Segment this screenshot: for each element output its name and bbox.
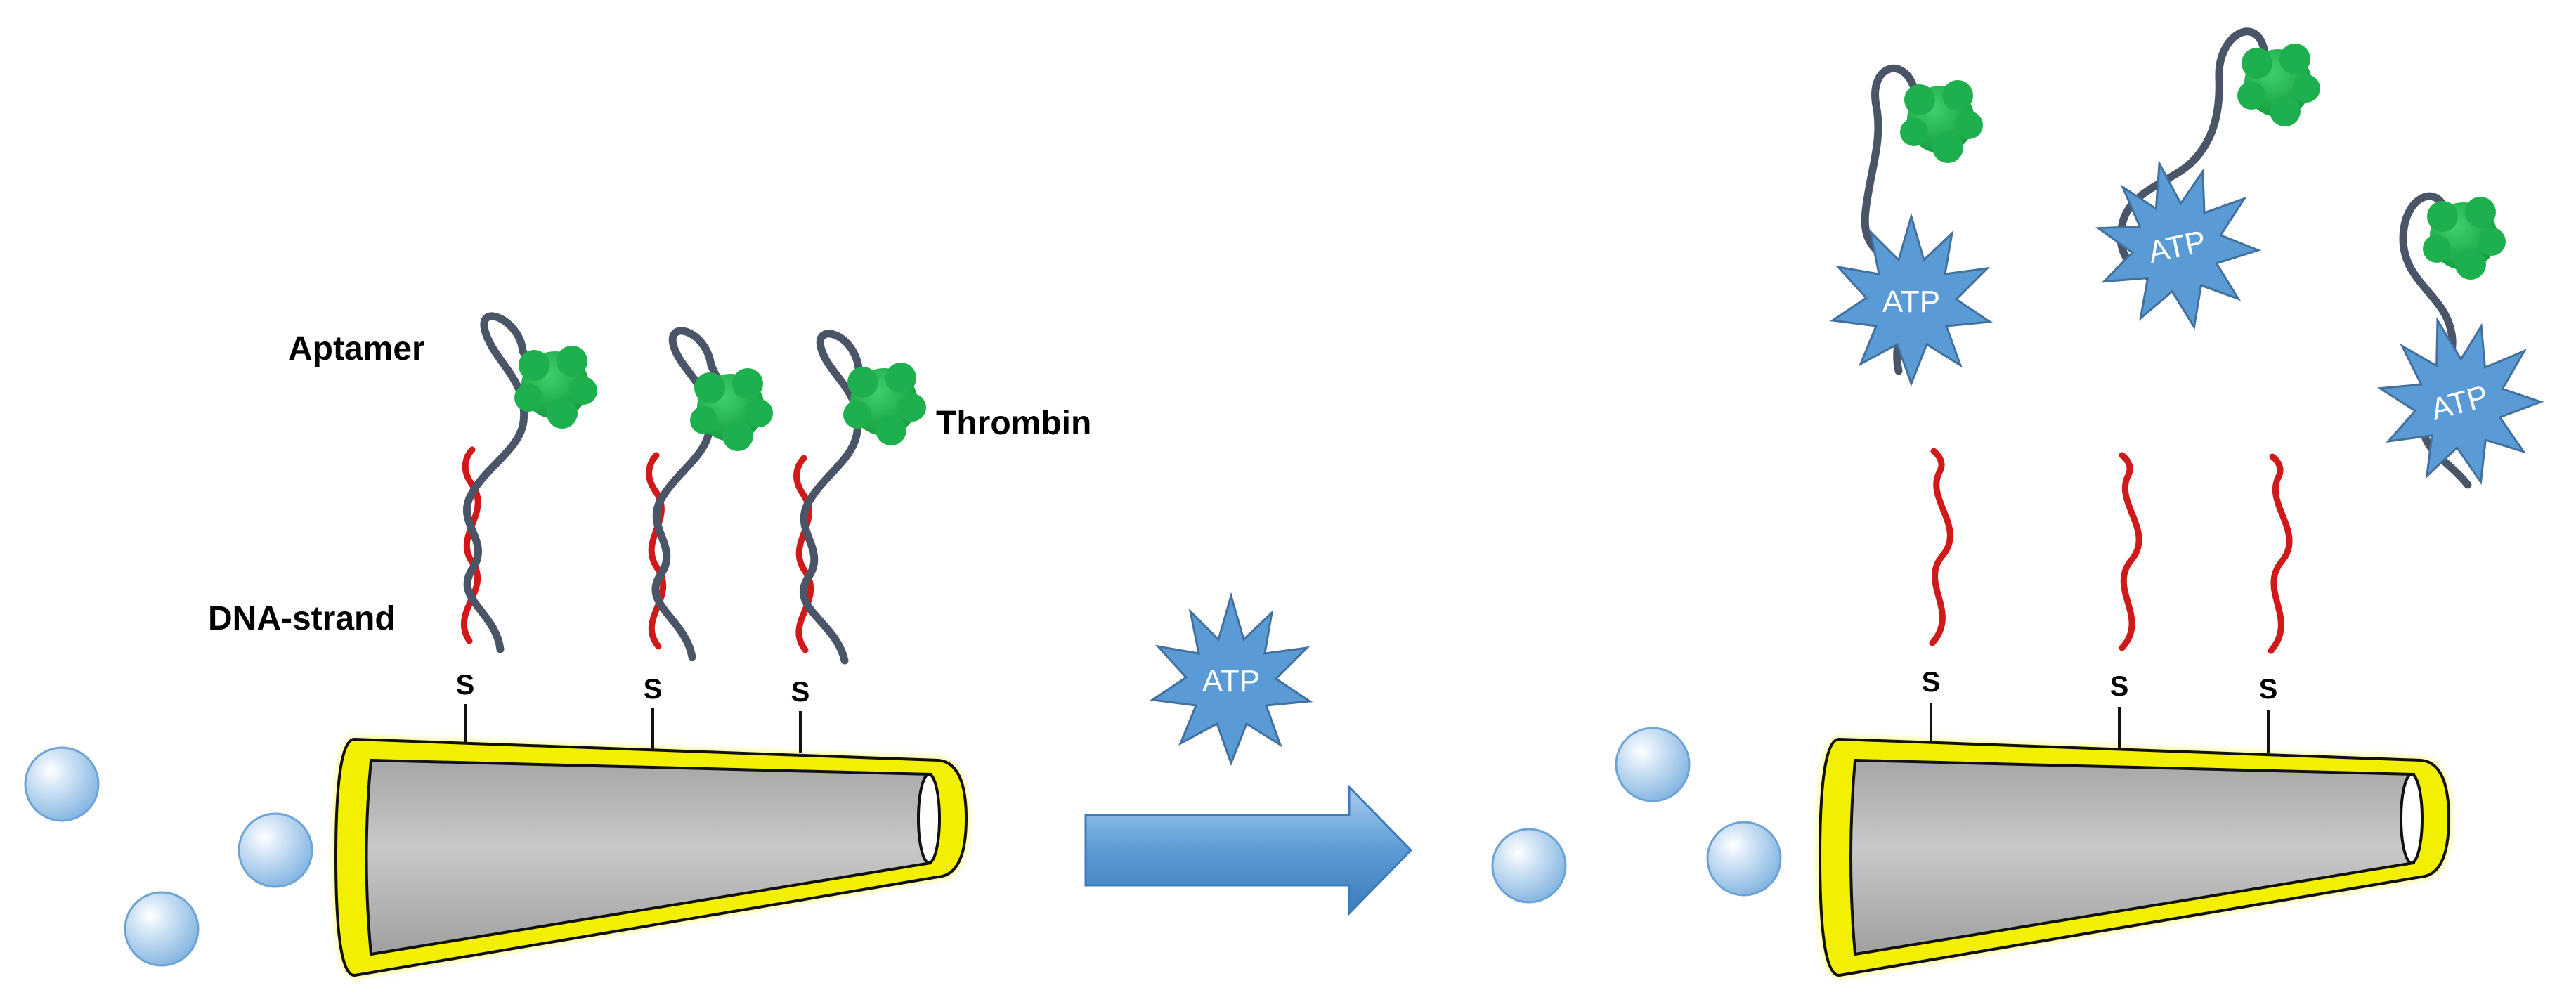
sulfur-linkers: S S S bbox=[456, 670, 810, 753]
sulfur-label: S bbox=[2110, 671, 2129, 702]
sulfur-label: S bbox=[2259, 674, 2278, 705]
atp-star-icon: ATP bbox=[2376, 316, 2544, 486]
atp-label: ATP bbox=[1202, 664, 1260, 698]
reaction-step: ATP bbox=[1084, 592, 1413, 916]
dna-strand-label: DNA-strand bbox=[208, 600, 396, 637]
sulfur-label: S bbox=[791, 677, 810, 708]
nanotube-icon bbox=[334, 738, 968, 977]
thrombin-protein-icon bbox=[2237, 44, 2320, 126]
sulfur-label: S bbox=[1922, 667, 1941, 698]
thrombin-protein-icon bbox=[1900, 80, 1983, 163]
dna-strand bbox=[1929, 448, 1953, 646]
reaction-arrow-icon bbox=[1084, 784, 1413, 916]
thrombin-protein-icon bbox=[690, 368, 773, 451]
bubble-icon bbox=[24, 746, 100, 822]
bubble-icon bbox=[124, 891, 200, 967]
dna-strand bbox=[2268, 453, 2293, 654]
aptamer-dna-complex bbox=[793, 330, 926, 665]
dna-strand bbox=[2119, 452, 2142, 651]
atp-star-icon: ATP bbox=[2095, 160, 2262, 330]
bubble-icon bbox=[1491, 828, 1567, 904]
aptamer-atp-thrombin-complex: ATP bbox=[2095, 27, 2320, 330]
atp-star-icon: ATP bbox=[1149, 592, 1313, 767]
thrombin-protein-icon bbox=[843, 363, 926, 445]
aptamer-atp-thrombin-complex: ATP bbox=[1829, 64, 1993, 387]
aptamer-label: Aptamer bbox=[288, 330, 425, 367]
atp-star-icon: ATP bbox=[1829, 212, 1993, 387]
aptamer-dna-complex bbox=[646, 327, 773, 661]
thrombin-label: Thrombin bbox=[936, 405, 1091, 442]
aptamer-atp-thrombin-complex: ATP bbox=[2376, 192, 2544, 489]
right-panel: S S S ATP bbox=[1491, 27, 2544, 977]
bubble-icon bbox=[1615, 727, 1691, 802]
sulfur-label: S bbox=[456, 670, 475, 701]
nanotube-icon bbox=[1818, 738, 2451, 977]
sulfur-label: S bbox=[644, 674, 663, 705]
thrombin-protein-icon bbox=[2423, 197, 2506, 280]
atp-label: ATP bbox=[1882, 285, 1940, 319]
left-panel: S S S bbox=[24, 312, 1091, 977]
aptamer-dna-complex bbox=[461, 312, 597, 653]
sulfur-linkers: S S S bbox=[1922, 667, 2278, 753]
thrombin-protein-icon bbox=[514, 346, 597, 429]
bubble-icon bbox=[1706, 821, 1782, 897]
bubble-icon bbox=[238, 812, 313, 888]
